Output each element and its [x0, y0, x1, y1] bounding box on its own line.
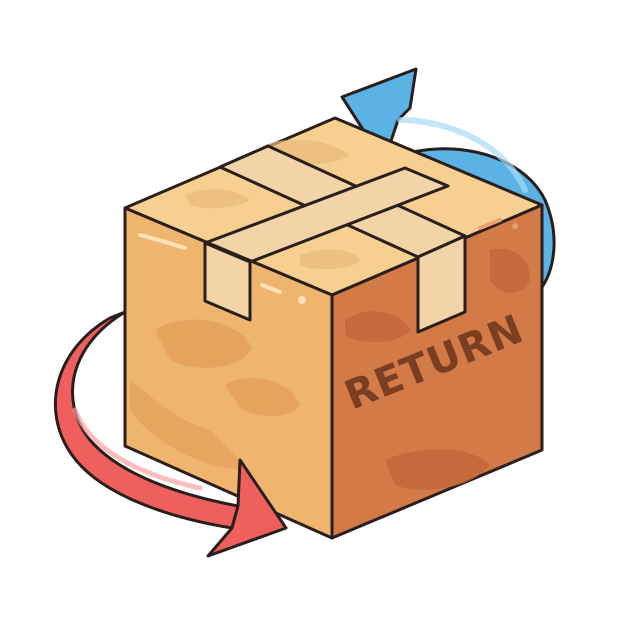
- cardboard-box-icon: RETURN: [123, 116, 544, 540]
- box-tape-side: [416, 234, 467, 334]
- box-side-face: [330, 203, 544, 540]
- box-tape-front: [203, 241, 252, 322]
- return-arrow-red-icon: [53, 310, 288, 558]
